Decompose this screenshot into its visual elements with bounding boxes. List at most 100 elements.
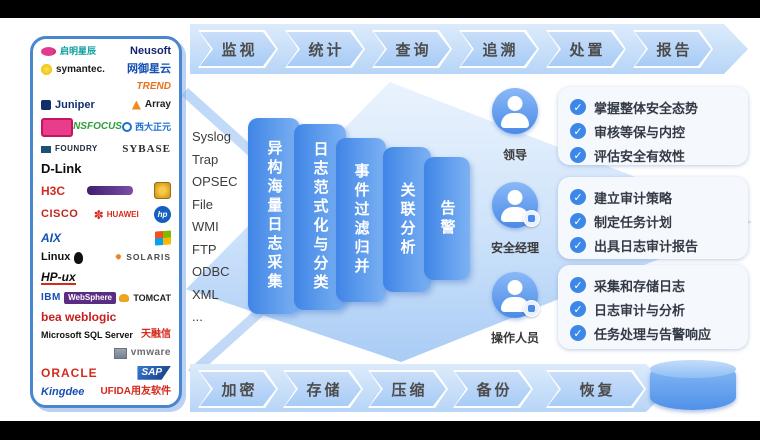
vendor-logo-leadsec: 网御星云	[127, 63, 171, 76]
vendor-row: HP-ux	[41, 271, 171, 285]
task-label: 制定任务计划	[594, 214, 673, 230]
vendor-row: H3C	[41, 182, 171, 200]
role-label: 领导	[502, 148, 527, 162]
check-icon: ✓	[570, 277, 586, 293]
vendor-logo-sap: SAP	[137, 365, 171, 380]
task-label: 采集和存储日志	[594, 278, 686, 294]
task-label: 审核等保与内控	[594, 124, 686, 140]
check-icon: ✓	[570, 189, 586, 205]
vendor-logo-panel: 启明星辰 Neusoft symantec. 网御星云 TREND Juniper Arra…	[30, 36, 182, 408]
task-row: ✓ 评估安全有效性	[570, 143, 748, 167]
vendor-logo-windows	[155, 229, 171, 246]
vendor-logo-huawei: HUAWEI	[94, 209, 139, 221]
task-label: 建立审计策略	[594, 190, 673, 206]
task-row: ✓出具日志审计报告	[570, 233, 748, 257]
check-icon: ✓	[570, 147, 586, 163]
check-icon: ✓	[570, 325, 586, 341]
top-flow-step-5: 处置	[546, 30, 626, 68]
vendor-logo-array: Array	[132, 100, 171, 110]
vendor-logo-pinkbox	[41, 117, 74, 137]
vendor-row: Juniper Array	[41, 99, 171, 111]
person-bust-icon	[492, 88, 538, 134]
top-flow-step-6: 报告	[633, 30, 713, 68]
pipeline-stage-label: 事件过滤归并	[352, 163, 370, 277]
vendor-logo-vmware: vmware	[114, 348, 171, 359]
task-row: ✓ 采集和存储日志	[570, 273, 748, 297]
check-icon: ✓	[570, 213, 586, 229]
person-bust-icon	[492, 182, 540, 228]
vendor-logo-kingdee: Kingdee	[41, 385, 85, 398]
vendor-logo-tomcat: TOMCAT	[119, 293, 171, 303]
top-flow-step-label: 监视	[200, 32, 276, 66]
check-icon: ✓	[570, 123, 586, 139]
task-label: 评估安全有效性	[594, 148, 686, 164]
vendor-logo-linux: Linux	[41, 252, 83, 264]
role-label: 安全经理	[490, 241, 539, 255]
pipeline-stage-label: 告警	[438, 199, 456, 238]
vendor-logo-symantec: symantec.	[41, 64, 105, 75]
bottom-flow-step-label: 恢复	[548, 372, 644, 406]
vendor-logo-venus: 启明星辰	[41, 47, 96, 56]
top-flow-step-4: 追溯	[459, 30, 539, 68]
person-bust-icon	[492, 272, 540, 318]
vendor-row: bea weblogic	[41, 311, 171, 323]
vendor-logo-aix: AIX	[41, 230, 62, 245]
task-row: ✓ 制定任务计划	[570, 209, 748, 233]
task-row: ✓ 掌握整体安全态势	[570, 95, 748, 119]
vendor-logo-mssql: Microsoft SQL Server	[41, 329, 133, 340]
bottom-flow-step-label: 备份	[455, 372, 531, 406]
vendor-logo-topsec: 天融信	[141, 329, 171, 341]
vendor-logo-cisco: CISCO	[41, 208, 79, 221]
vendor-logo-dlink: D-Link	[41, 161, 82, 177]
bottom-flow-step-label: 加密	[200, 372, 276, 406]
task-label: 任务处理与告警响应	[594, 326, 712, 342]
vendor-logo-oracle: ORACLE	[41, 365, 98, 380]
pipeline-stage-label: 异构海量日志采集	[265, 140, 283, 292]
vendor-logo-juniper: Juniper	[41, 99, 95, 111]
task-row: ✓ 建立审计策略	[570, 185, 748, 209]
check-icon: ✓	[570, 99, 586, 115]
vendor-logo-trend: TREND	[136, 81, 171, 93]
top-flow-step-label: 报告	[635, 32, 711, 66]
bottom-flow-step-5: 恢复	[546, 370, 646, 408]
database-cylinder-icon	[650, 360, 736, 410]
role-task-card: ✓ 建立审计策略 ✓ 制定任务计划 ✓出具日志审计报告	[558, 177, 748, 259]
database-cylinder-top	[650, 360, 736, 378]
vendor-row: symantec. 网御星云	[41, 64, 171, 75]
bottom-process-arrow-band: 加密存储压缩备份恢复	[190, 364, 670, 412]
vendor-logo-nsfocus: NSFOCUS	[73, 121, 122, 133]
vendor-logo-hp: hp	[154, 206, 171, 224]
task-label: 掌握整体安全态势	[594, 100, 699, 116]
pipeline-stage-label: 关联分析	[398, 181, 416, 258]
bottom-flow-step-3: 压缩	[368, 370, 448, 408]
vendor-row: LinuxSOLARIS	[41, 252, 171, 264]
top-process-arrow-band: 监视统计查询追溯处置报告	[190, 24, 748, 74]
vendor-logo-h3c: H3C	[41, 183, 66, 198]
top-flow-step-1: 监视	[198, 30, 278, 68]
check-icon: ✓	[570, 237, 586, 253]
bottom-flow-step-1: 加密	[198, 370, 278, 408]
task-row: ✓日志审计与分析	[570, 297, 748, 321]
pipeline-stage-3: 事件过滤归并	[336, 138, 386, 302]
role-label: 操作人员	[490, 331, 539, 345]
task-label: 日志审计与分析	[594, 302, 686, 318]
vendor-logo-neusoft: Neusoft	[130, 45, 171, 57]
role-task-card: ✓ 掌握整体安全态势 ✓ 审核等保与内控 ✓ 评估安全有效性	[558, 87, 748, 165]
stamp-badge-icon	[523, 300, 540, 317]
vendor-logo-ibm: IBM	[41, 292, 61, 304]
vendor-row: 启明星辰 Neusoft	[41, 46, 171, 57]
vendor-logo-sybase: SYBASE	[122, 142, 171, 155]
vendor-logo-bea: bea weblogic	[41, 310, 117, 325]
top-flow-step-2: 统计	[285, 30, 365, 68]
vendor-row: AIX	[41, 229, 171, 246]
vendor-row: CISCO HUAWEI hp	[41, 206, 171, 224]
task-row: ✓ 审核等保与内控	[570, 119, 748, 143]
bottom-flow-step-4: 备份	[453, 370, 533, 408]
briefcase-badge-icon	[523, 210, 540, 227]
pipeline-stage-label: 日志范式化与分类	[311, 141, 329, 293]
pipeline-stage-4: 关联分析	[383, 147, 431, 292]
